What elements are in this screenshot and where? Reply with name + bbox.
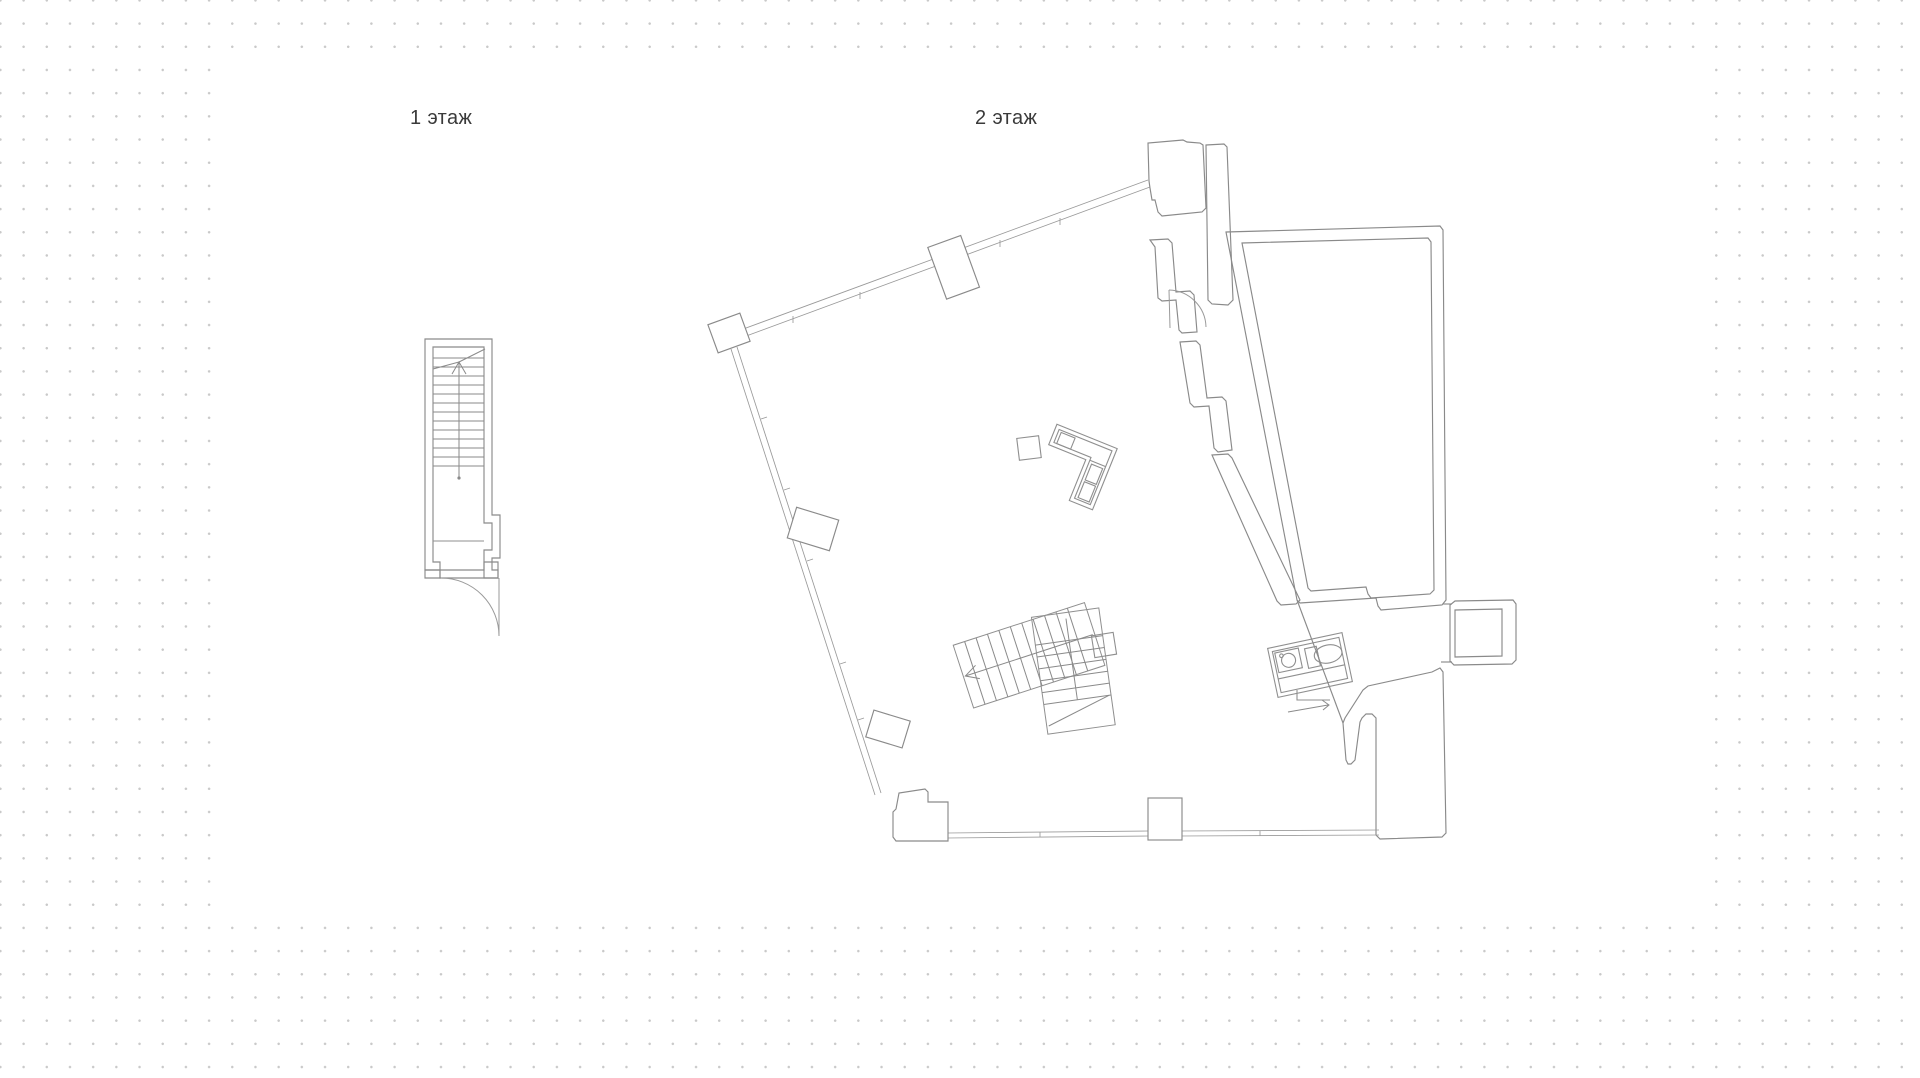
floor-2-north-entry-block [1147,139,1207,217]
floor-2-curtain-wall-south [947,829,1380,839]
floor-2-interior-wall-lower [1179,340,1233,453]
floor-1-door-swing [440,577,500,637]
floor-2-label: 2 этаж [975,107,1038,129]
floor-1-stair-up-arrow [432,348,486,480]
floor-2-bath-connector [1296,690,1330,701]
floor-2-southeast-wall [1342,667,1447,840]
floor-2-interior-stepped-wall [1148,238,1198,334]
floor-2-column-secondary-icon [1090,631,1118,659]
floor-2-balcony-inner [1454,608,1503,658]
floor-2-sink-icon [1274,647,1304,674]
floor-2-hall-edge-east [1296,599,1344,724]
floor-2-north-entry-inner [1205,143,1234,306]
floor-2-interior-door-swing [1168,289,1207,328]
floor-2-curtain-wall-west [730,346,882,796]
sheet-background [228,66,1696,916]
floor-2-east-wing-inner [1241,237,1435,599]
floor-2-pier-nw [707,312,751,354]
floor-2-column-icon [1016,435,1042,461]
floor-2-balcony-bay [1449,599,1517,666]
floor-2-bathroom-icon [1266,631,1354,699]
floor-2-staircase-icon [952,601,1116,735]
floor-2-pier-west-lower [865,709,911,749]
floor-2-pier-west-upper [786,506,840,552]
floor-2-southwest-corner-block [892,788,949,842]
floor-1-plan[interactable] [424,338,501,637]
floor-2-east-wing-outer [1225,225,1447,611]
floor-1-label: 1 этаж [410,107,473,129]
floor-1-door-jamb-left [424,569,441,579]
floor-2-interior-door-leaf [1168,289,1171,329]
floor-2-toilet-icon [1303,644,1343,670]
floor-1-outer-wall [424,338,501,579]
floor-2-pier-north-mid [927,234,981,300]
floor-1-inner-wall [432,346,493,571]
floor-2-kitchen-counter-icon [1047,423,1118,511]
floor-2-plan[interactable] [707,139,1517,842]
floor-2-pier-south-mid [1147,797,1183,841]
floor-2-bath-arrow [1287,699,1330,713]
floor-1-door-jamb-right [483,561,499,579]
